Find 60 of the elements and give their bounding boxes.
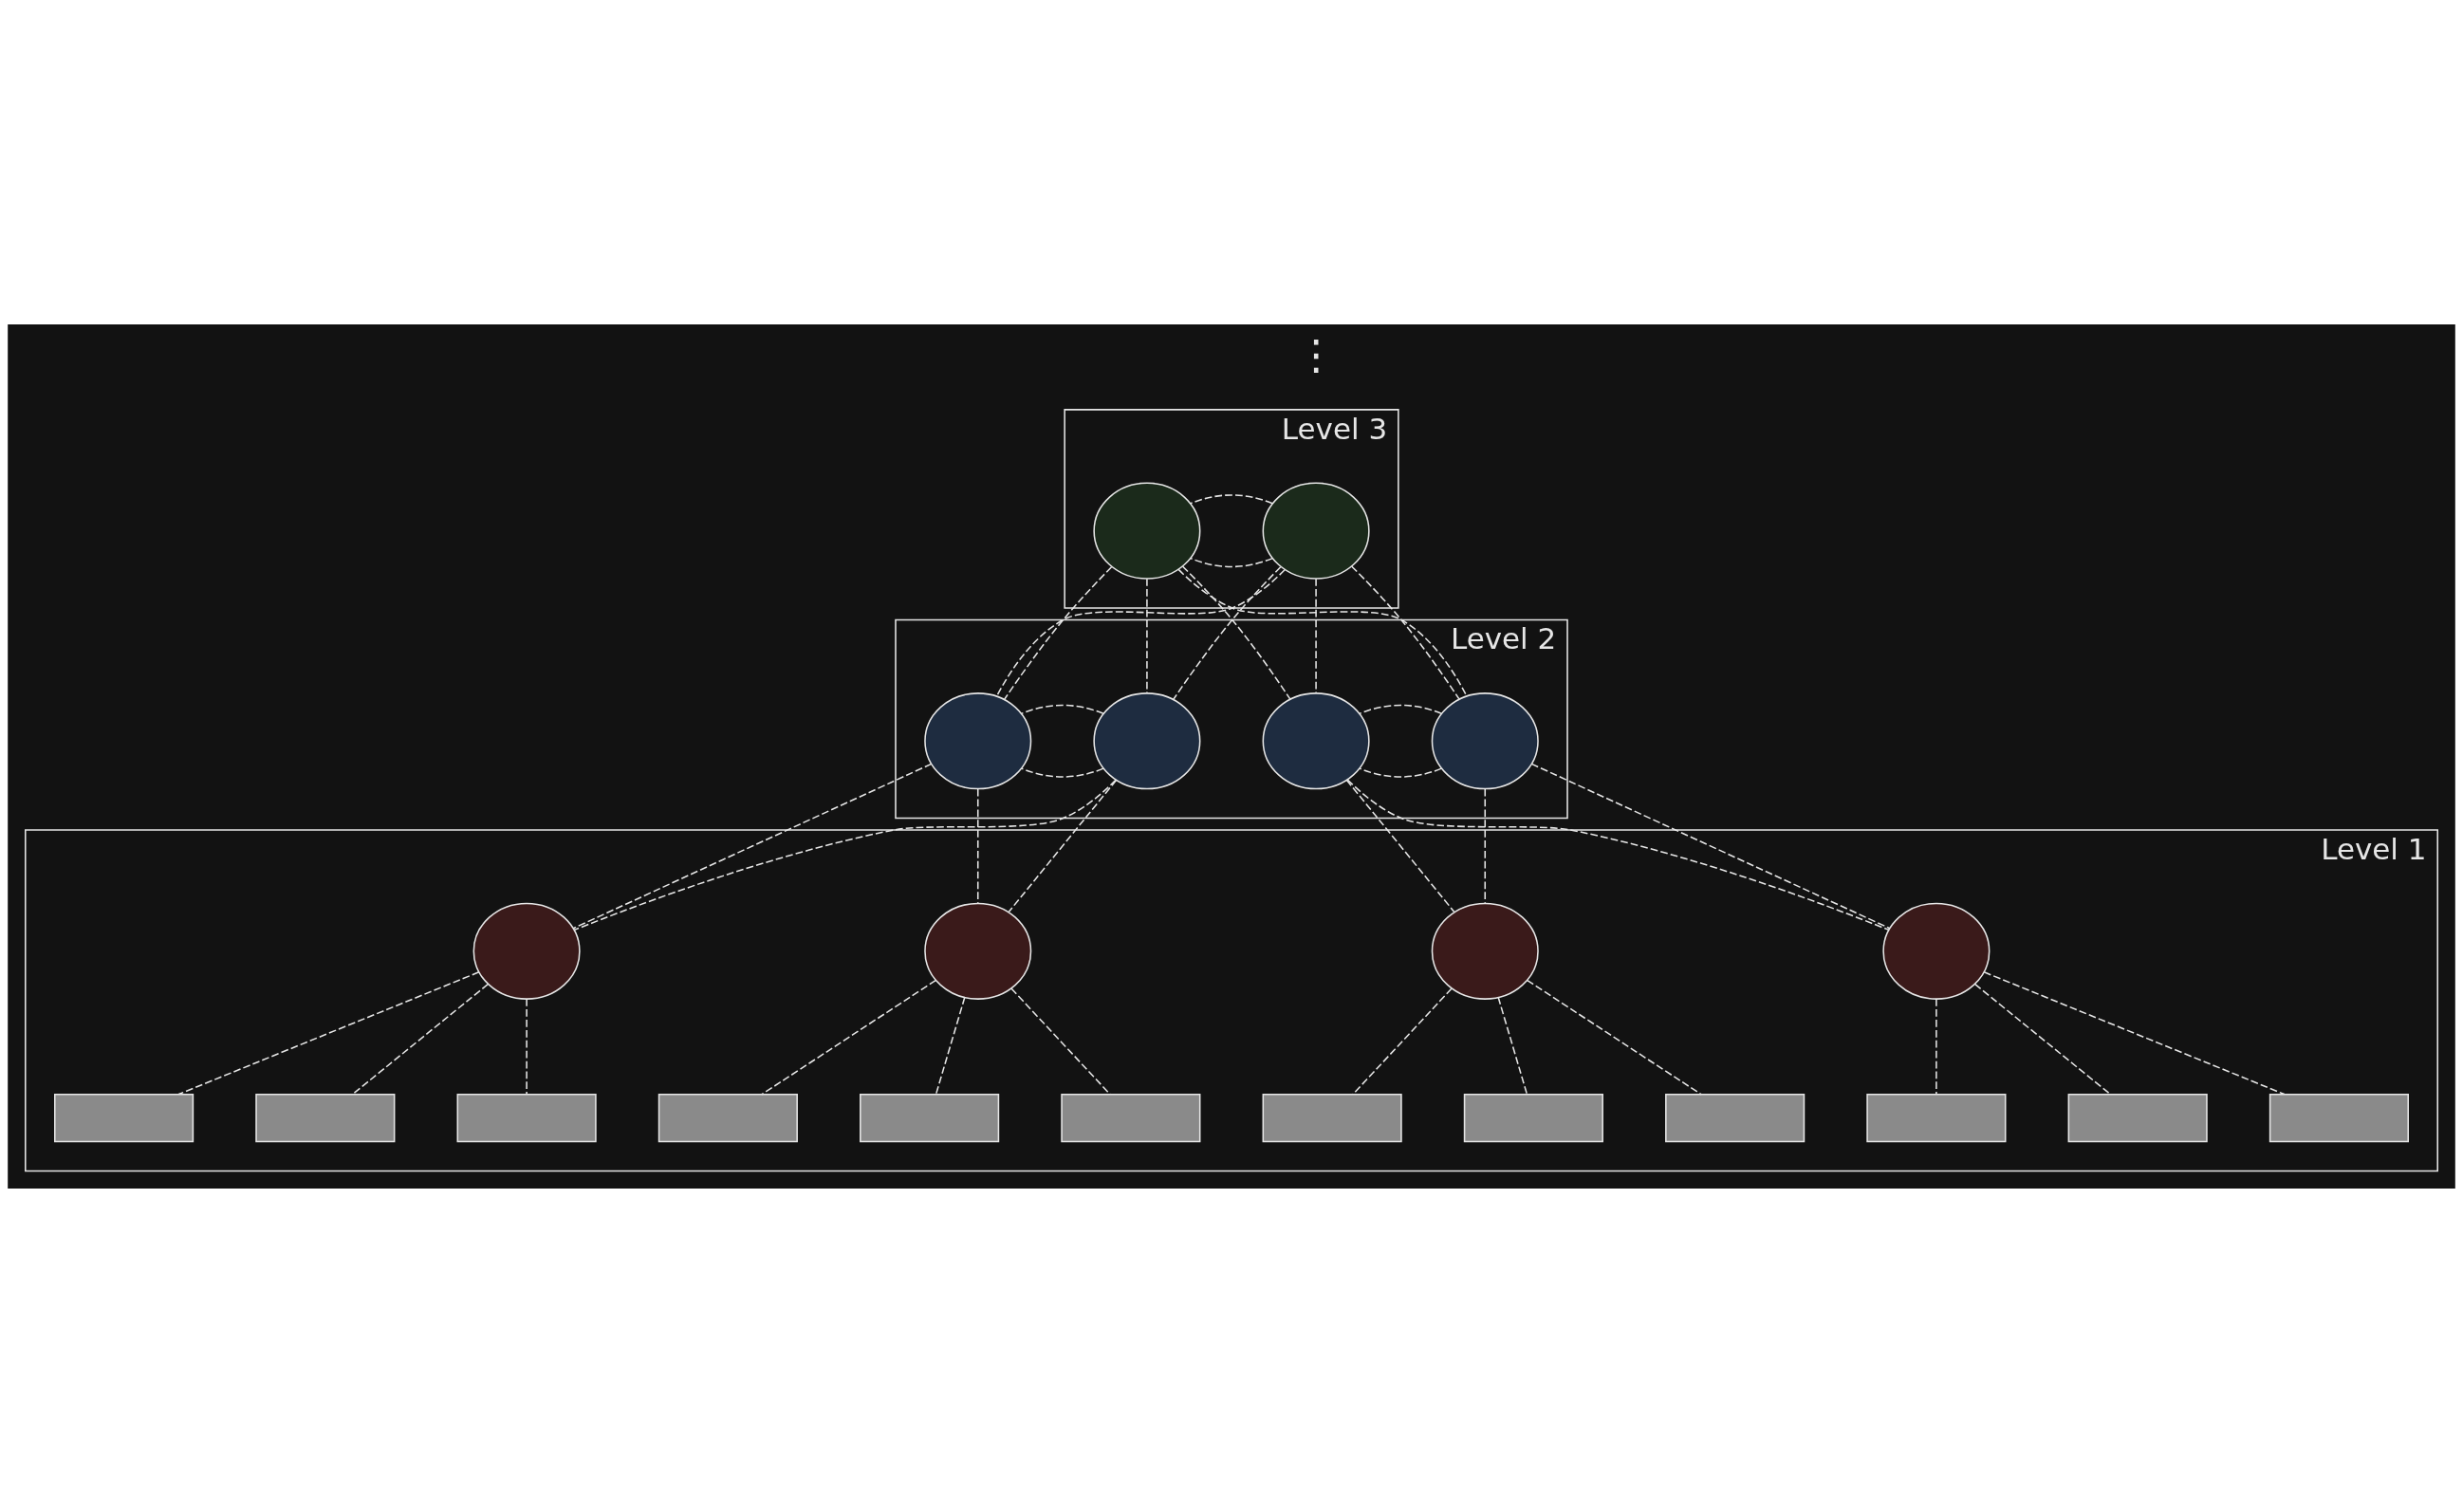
connector [1008,779,1118,913]
connector [1351,564,1460,700]
connector [526,998,528,1096]
node-box [255,1093,396,1142]
connector [1146,577,1148,694]
connector [1359,704,1443,714]
cluster: Level 2 [895,618,1568,819]
connector [1983,970,2286,1095]
connector [935,996,966,1095]
connector [1177,568,1468,696]
connector [1352,986,1453,1095]
connector [573,779,1117,931]
node-box [2067,1093,2208,1142]
connector [1010,986,1111,1095]
node-circle [1431,902,1539,1000]
connector [996,568,1286,696]
connector [1530,763,1891,929]
node-circle [1431,691,1539,789]
connector [177,970,480,1095]
connector [572,763,933,929]
connector [1181,564,1291,700]
node-circle [472,902,581,1000]
node-box [1262,1093,1402,1142]
node-box [1061,1093,1201,1142]
connector [1974,983,2112,1096]
connector [761,979,936,1095]
cluster: Level 1 [25,828,2438,1171]
connector [1497,996,1528,1095]
node-circle [924,902,1032,1000]
node-box [456,1093,597,1142]
connector [1173,565,1282,700]
connector [976,787,979,904]
node-box [1866,1093,2007,1142]
cluster: Level 3 [1064,408,1399,609]
label: ⋮ [1295,330,1337,378]
node-box [1665,1093,1806,1142]
connector [351,983,489,1096]
node-circle [1093,482,1201,580]
connector [1020,766,1104,778]
connector [1359,766,1443,778]
node-box [860,1093,1000,1142]
connector [1004,565,1113,700]
node-box [54,1093,194,1142]
connector [1190,493,1273,505]
connector [1315,577,1317,694]
node-circle [1262,691,1370,789]
connector [1484,787,1487,904]
connector [1935,998,1937,1096]
connector [1345,779,1455,913]
connector [1190,557,1273,567]
node-box [657,1093,798,1142]
node-circle [1262,482,1370,580]
connector [1346,778,1890,931]
node-circle [1093,691,1201,789]
node-box [2269,1093,2409,1142]
connector [1527,979,1702,1095]
node-box [1463,1093,1603,1142]
node-circle [1882,902,1991,1000]
node-circle [924,691,1032,789]
connector [1020,704,1104,714]
